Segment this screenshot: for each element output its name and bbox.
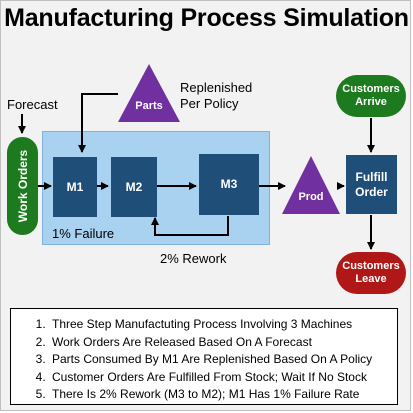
customers-arrive-node: Customers Arrive xyxy=(336,75,406,117)
parts-triangle xyxy=(118,64,180,122)
prod-triangle xyxy=(282,156,340,214)
notes-box: Three Step Manufactuting Process Involvi… xyxy=(10,308,398,405)
machine-m1-label: M1 xyxy=(66,179,84,194)
machine-m1: M1 xyxy=(53,157,97,217)
forecast-label: Forecast xyxy=(7,97,58,112)
machine-m2-label: M2 xyxy=(125,179,143,194)
customers-leave-line1: Customers xyxy=(342,260,400,272)
replenished-label-line2: Per Policy xyxy=(180,96,239,111)
rework-arrow xyxy=(151,216,229,236)
machine-m3-label: M3 xyxy=(220,177,238,191)
prod-label: Prod xyxy=(298,191,324,203)
rework-label: 2% Rework xyxy=(160,251,227,266)
note-item: Parts Consumed By M1 Are Replenished Bas… xyxy=(49,351,397,369)
customers-leave-node: Customers Leave xyxy=(336,252,406,294)
parts-to-m1-arrow xyxy=(78,93,118,153)
customers-leave-line2: Leave xyxy=(355,273,387,285)
note-item: Three Step Manufactuting Process Involvi… xyxy=(49,316,397,334)
replenished-label-line1: Replenished xyxy=(180,80,253,95)
machine-m2: M2 xyxy=(111,157,157,217)
note-item: Work Orders Are Released Based On A Fore… xyxy=(49,334,397,352)
customers-arrive-line1: Customers xyxy=(342,83,400,95)
work-orders-label: Work Orders xyxy=(15,149,30,223)
note-item: Customer Orders Are Fulfilled From Stock… xyxy=(49,369,397,387)
fulfill-order-node: Fulfill Order xyxy=(346,155,397,214)
failure-label: 1% Failure xyxy=(52,226,115,241)
note-item: There Is 2% Rework (M3 to M2); M1 Has 1%… xyxy=(49,386,397,404)
parts-label: Parts xyxy=(135,100,163,112)
work-orders-node: Work Orders xyxy=(7,137,38,235)
machine-m3: M3 xyxy=(199,154,259,215)
fulfill-label-line2: Order xyxy=(355,184,388,199)
customers-arrive-line2: Arrive xyxy=(355,96,387,108)
diagram-title: Manufacturing Process Simulation xyxy=(4,4,409,32)
fulfill-label-line1: Fulfill xyxy=(355,169,388,184)
notes-list: Three Step Manufactuting Process Involvi… xyxy=(11,309,397,404)
